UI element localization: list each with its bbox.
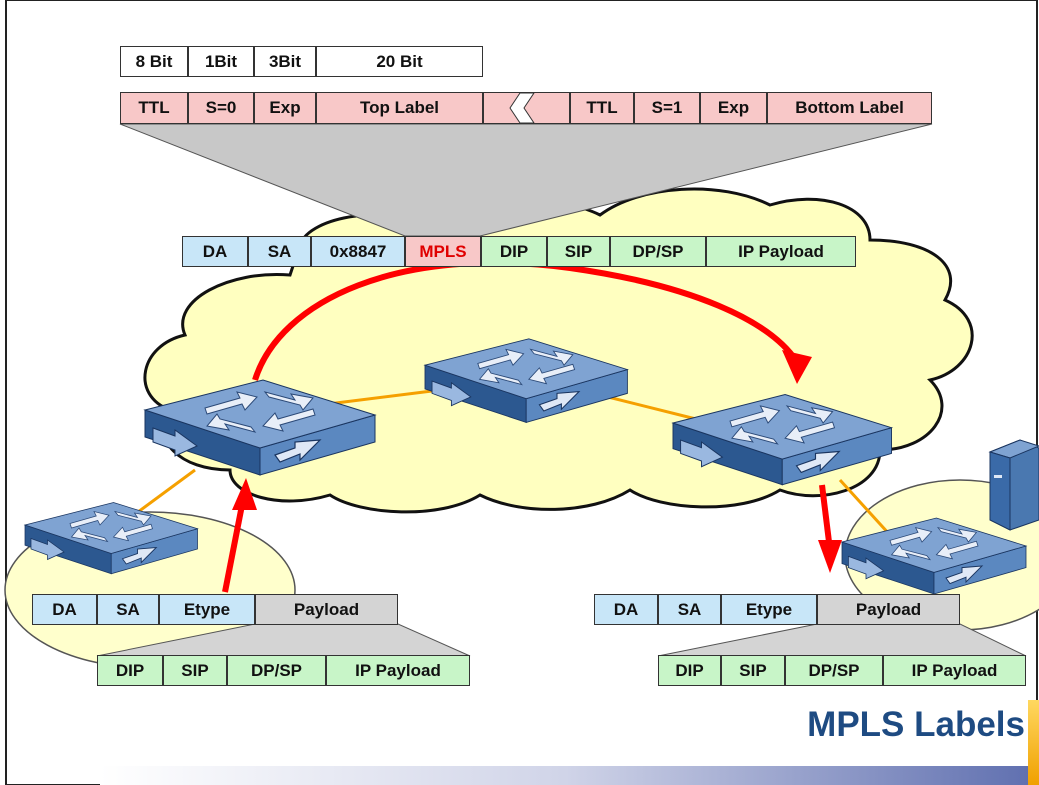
mpls-frame-ip-payload: IP Payload <box>706 236 856 267</box>
slide-border <box>5 0 1038 785</box>
egress-dpsp: DP/SP <box>785 655 883 686</box>
footer-bar <box>100 766 1030 785</box>
ingress-sa: SA <box>97 594 159 625</box>
ingress-dip: DIP <box>97 655 163 686</box>
corner-accent <box>1028 700 1039 785</box>
mpls-frame-sip: SIP <box>547 236 610 267</box>
egress-da: DA <box>594 594 658 625</box>
top-label-field: Top Label <box>316 92 483 124</box>
egress-sa: SA <box>658 594 721 625</box>
bottom-s-field: S=1 <box>634 92 700 124</box>
egress-etype: Etype <box>721 594 817 625</box>
mpls-frame-ethertype: 0x8847 <box>311 236 405 267</box>
bit-width-ttl: 8 Bit <box>120 46 188 77</box>
mpls-frame-sa: SA <box>248 236 311 267</box>
ingress-sip: SIP <box>163 655 227 686</box>
ingress-dpsp: DP/SP <box>227 655 326 686</box>
ingress-ip-payload: IP Payload <box>326 655 470 686</box>
slide-title: MPLS Labels <box>807 705 1025 744</box>
stack-break <box>483 92 570 124</box>
top-s-field: S=0 <box>188 92 254 124</box>
arrow-head <box>232 478 257 510</box>
arrow-head <box>818 540 842 573</box>
bottom-label-field: Bottom Label <box>767 92 932 124</box>
ingress-etype: Etype <box>159 594 255 625</box>
ingress-da: DA <box>32 594 97 625</box>
egress-payload: Payload <box>817 594 960 625</box>
bottom-ttl-field: TTL <box>570 92 634 124</box>
egress-sip: SIP <box>721 655 785 686</box>
bit-width-exp: 3Bit <box>254 46 316 77</box>
egress-dip: DIP <box>658 655 721 686</box>
mpls-frame-dip: DIP <box>481 236 547 267</box>
bottom-exp-field: Exp <box>700 92 767 124</box>
server-icon <box>988 439 1039 531</box>
mpls-frame-mpls: MPLS <box>405 236 481 267</box>
break-icon <box>509 93 535 123</box>
egress-zoom <box>657 623 1027 657</box>
egress-ip-payload: IP Payload <box>883 655 1026 686</box>
arrow-head <box>782 350 812 384</box>
ingress-payload: Payload <box>255 594 398 625</box>
top-exp-field: Exp <box>254 92 316 124</box>
bit-width-label: 20 Bit <box>316 46 483 77</box>
mpls-frame-dpsp: DP/SP <box>610 236 706 267</box>
bit-width-s: 1Bit <box>188 46 254 77</box>
mpls-frame-da: DA <box>182 236 248 267</box>
top-ttl-field: TTL <box>120 92 188 124</box>
